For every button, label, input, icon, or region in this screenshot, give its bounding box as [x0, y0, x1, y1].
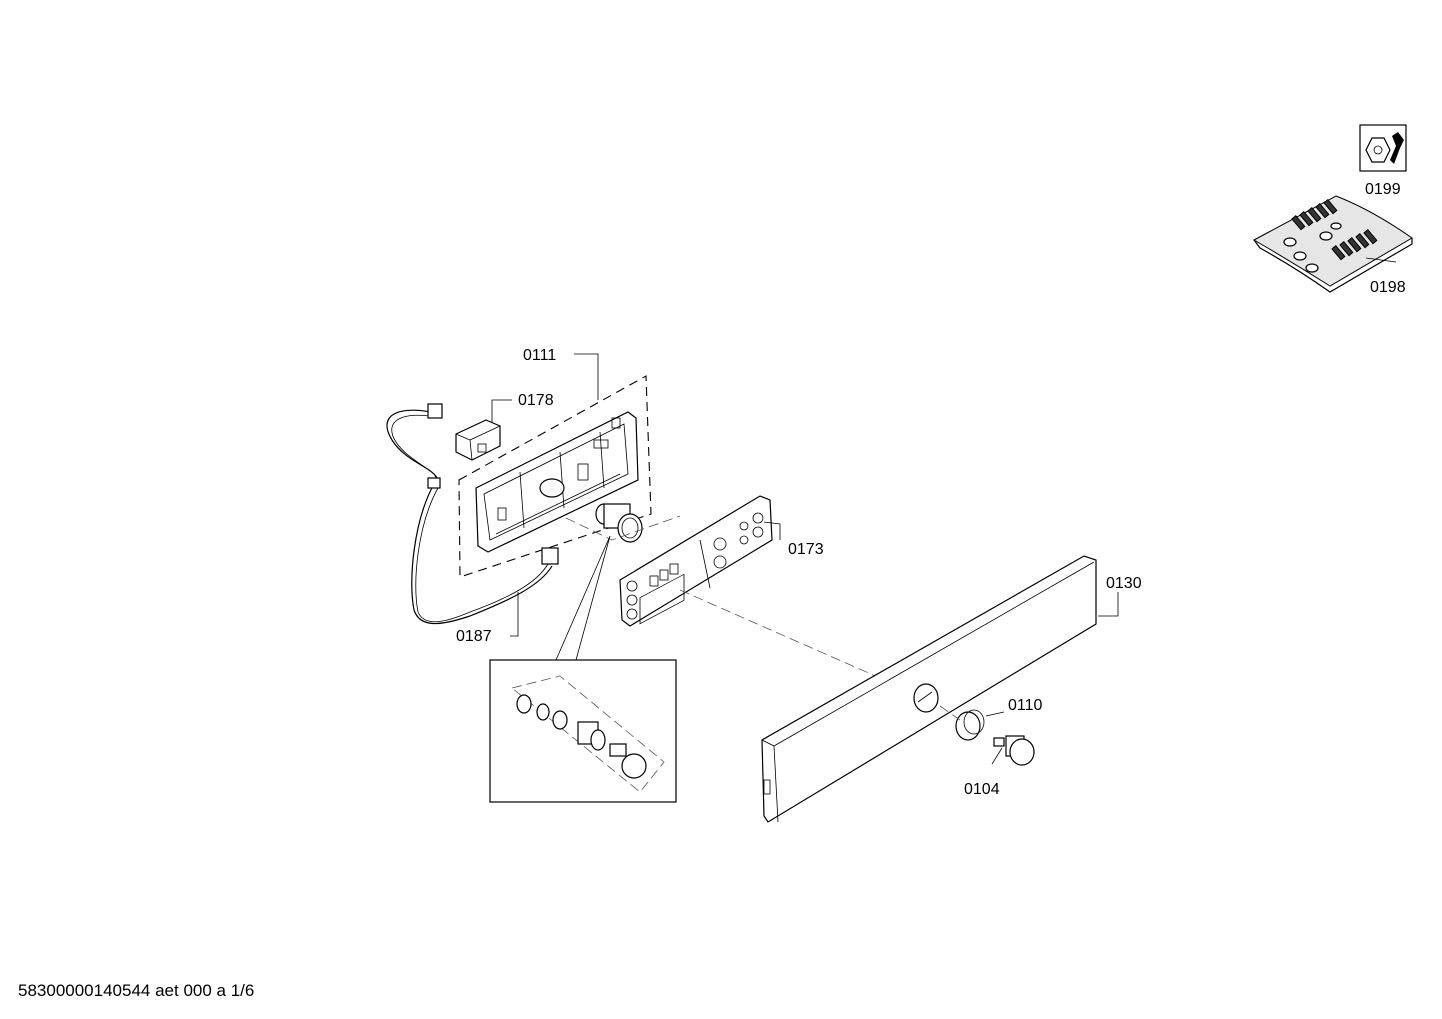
callout-0198: 0198: [1370, 279, 1406, 296]
callout-0104: 0104: [964, 781, 1000, 798]
connector-block-part: [455, 419, 501, 461]
wrench-nut-icon: [1359, 124, 1407, 172]
callout-0178: 0178: [518, 392, 554, 409]
control-frame-part: [475, 411, 639, 553]
callout-0187: 0187: [456, 628, 492, 645]
screw-bag-icon: [1252, 195, 1413, 293]
detail-inset: [489, 659, 677, 803]
callout-0130: 0130: [1106, 575, 1142, 592]
front-panel-part: [761, 555, 1097, 823]
assembly-0111-outline: [458, 375, 652, 578]
control-panel-board-part: [619, 495, 773, 627]
callout-0111: 0111: [523, 347, 556, 364]
callout-0110: 0110: [1008, 697, 1043, 714]
knob-part: [993, 735, 1035, 766]
knob-ring-part: [955, 709, 985, 741]
callout-0173: 0173: [788, 541, 824, 558]
callout-0199: 0199: [1365, 181, 1401, 198]
rotary-selector-part: [595, 503, 643, 543]
document-id: 58300000140544 aet 000 a 1/6: [18, 981, 255, 1000]
wiring-harness-part: [386, 403, 559, 625]
